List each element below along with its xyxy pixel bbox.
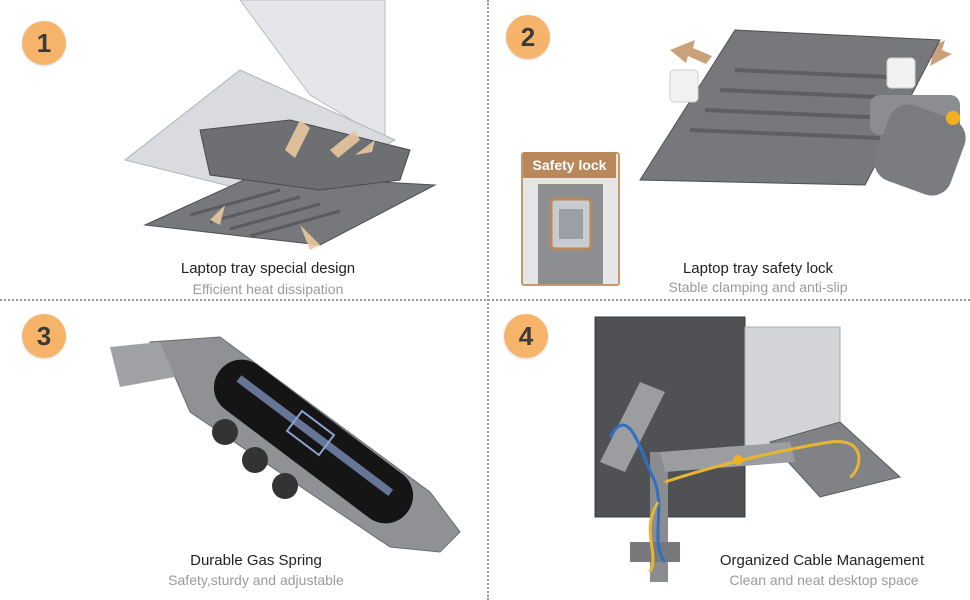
panel-subtitle: Safety,sturdy and adjustable <box>168 572 344 588</box>
step-badge: 1 <box>22 21 66 65</box>
panel-title: Laptop tray safety lock <box>682 260 834 277</box>
panel-cable-management: 4 Organized Cable Management Clean and n… <box>490 302 970 600</box>
cable-management-illustration <box>594 316 902 582</box>
gas-spring-illustration <box>110 336 461 553</box>
panel-safety-lock: Safety lock 2 Laptop tray safety lock St… <box>490 0 970 298</box>
panel-subtitle: Clean and neat desktop space <box>729 572 919 588</box>
laptop-tray-illustration <box>123 0 437 250</box>
tray-safety-lock-illustration <box>639 29 966 196</box>
safety-lock-closeup <box>538 184 603 284</box>
panel-title: Laptop tray special design <box>180 260 356 277</box>
panel-laptop-tray-design: 1 Laptop tray special design Efficient h… <box>0 0 486 298</box>
step-badge: 4 <box>504 314 548 358</box>
panel-subtitle: Efficient heat dissipation <box>192 281 344 297</box>
panel-gas-spring: 3 Durable Gas Spring Safety,sturdy and a… <box>0 302 486 600</box>
horizontal-divider <box>0 299 970 301</box>
panel-subtitle: Stable clamping and anti-slip <box>668 279 848 295</box>
step-badge: 3 <box>22 314 66 358</box>
panel-title: Durable Gas Spring <box>190 552 322 569</box>
panel-title: Organized Cable Management <box>719 552 925 569</box>
safety-lock-label: Safety lock <box>523 152 616 178</box>
step-badge: 2 <box>506 15 550 59</box>
